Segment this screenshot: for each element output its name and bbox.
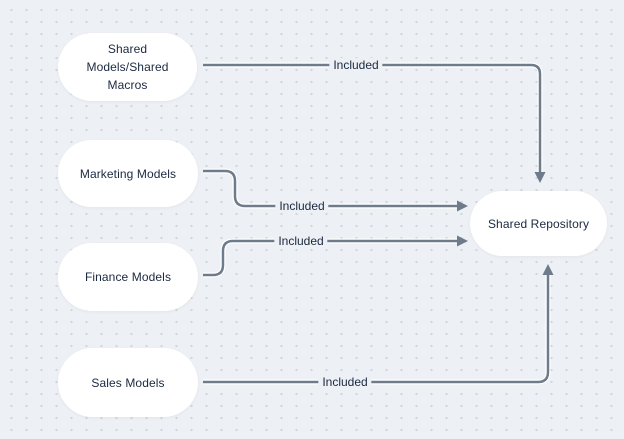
- edge-marketing-to-repo: [203, 169, 458, 208]
- edge-shared-models-to-repo: [203, 63, 542, 174]
- edges: [203, 63, 550, 384]
- node-sales-models: Sales Models: [58, 348, 198, 417]
- node-label: Marketing Models: [79, 166, 177, 181]
- arrowhead-up-icon: [542, 264, 554, 275]
- edge-label-included: Included: [275, 199, 329, 213]
- arrowhead-right-icon: [457, 200, 468, 212]
- node-label: Shared Models/Shared Macros: [86, 42, 169, 92]
- edge-label-included: Included: [329, 58, 383, 72]
- node-shared-repository: Shared Repository: [470, 191, 607, 256]
- node-label: Sales Models: [91, 375, 165, 390]
- edge-casing-marketing-to-repo: [203, 168, 458, 209]
- edge-finance-to-repo: [203, 239, 458, 277]
- node-label: Shared Repository: [487, 216, 590, 231]
- node-label: Finance Models: [84, 270, 172, 284]
- edge-casing-finance-to-repo: [203, 238, 458, 278]
- node-marketing-models: Marketing Models: [58, 140, 198, 207]
- arrowhead-right-icon: [457, 235, 468, 247]
- node-finance-models: Finance Models: [58, 243, 198, 311]
- edge-sales-to-repo: [203, 275, 550, 384]
- edge-casing-sales-to-repo: [203, 275, 551, 385]
- edge-label-included: Included: [274, 234, 328, 248]
- edge-label-included: Included: [318, 375, 372, 389]
- arrowheads: [457, 172, 554, 275]
- node-shared-models-macros: Shared Models/Shared Macros: [58, 33, 197, 101]
- edge-casing-shared-models-to-repo: [203, 62, 543, 174]
- arrowhead-down-icon: [534, 172, 546, 183]
